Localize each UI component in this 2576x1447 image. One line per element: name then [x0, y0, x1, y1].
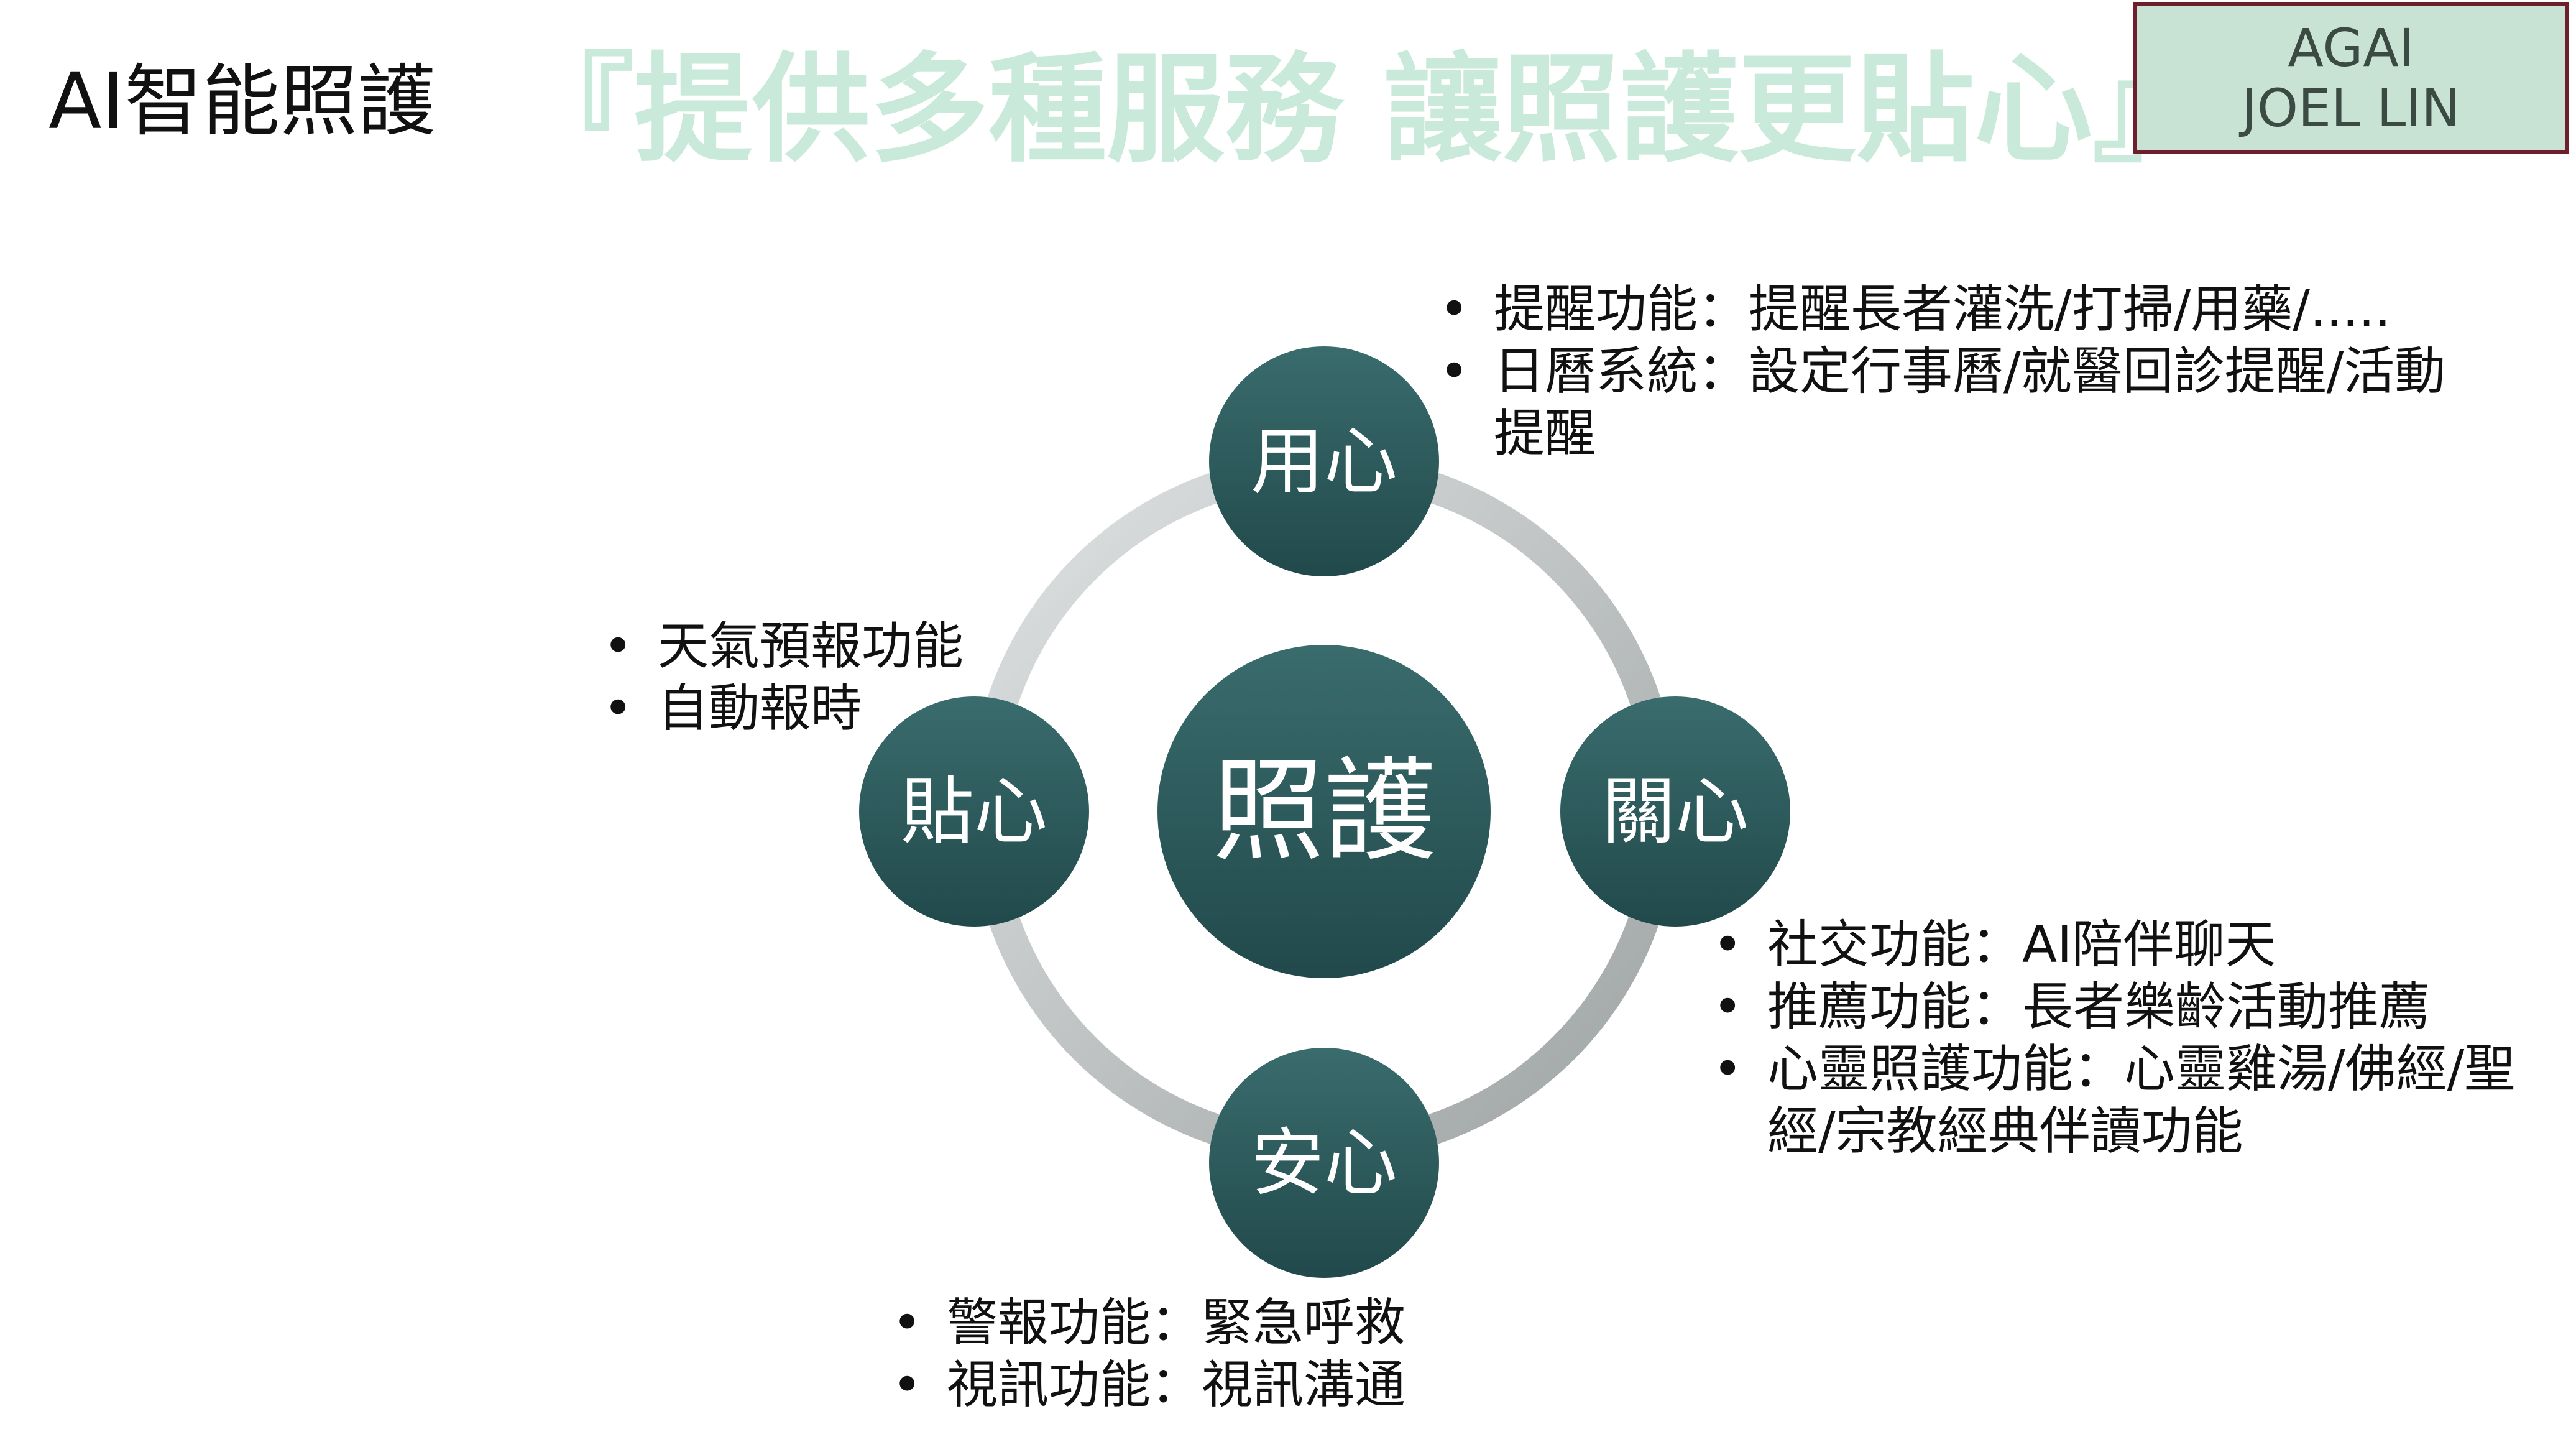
note-item: 提醒功能：提醒長者灌洗/打掃/用藥/.....	[1439, 279, 2496, 341]
notes-right: 社交功能：AI陪伴聊天 推薦功能：長者樂齡活動推薦 心靈照護功能：心靈雞湯/佛經…	[1713, 914, 2521, 1163]
author-name: JOEL LIN	[2242, 77, 2460, 139]
node-bottom: 安心	[1209, 1048, 1439, 1278]
note-item: 推薦功能：長者樂齡活動推薦	[1713, 976, 2521, 1038]
author-badge: AGAI JOEL LIN	[2133, 2, 2569, 154]
note-item: 心靈照護功能：心靈雞湯/佛經/聖經/宗教經典伴讀功能	[1713, 1038, 2521, 1163]
note-item: 警報功能：緊急呼救	[892, 1292, 1514, 1354]
note-item: 日曆系統：設定行事曆/就醫回診提醒/活動提醒	[1439, 341, 2496, 465]
note-item: 社交功能：AI陪伴聊天	[1713, 914, 2521, 976]
notes-bottom: 警報功能：緊急呼救 視訊功能：視訊溝通	[892, 1292, 1514, 1417]
center-node-label: 照護	[1212, 747, 1436, 877]
notes-top: 提醒功能：提醒長者灌洗/打掃/用藥/..... 日曆系統：設定行事曆/就醫回診提…	[1439, 279, 2496, 465]
node-left-label: 貼心	[901, 769, 1047, 854]
notes-left: 天氣預報功能 自動報時	[603, 616, 1100, 740]
node-top-label: 用心	[1251, 418, 1397, 504]
page-title: AI智能照護	[48, 57, 436, 147]
note-item: 天氣預報功能	[603, 616, 1100, 678]
author-org: AGAI	[2288, 17, 2414, 78]
node-left: 貼心	[859, 696, 1089, 927]
note-item: 視訊功能：視訊溝通	[892, 1354, 1514, 1417]
node-right-label: 關心	[1602, 769, 1749, 854]
note-item: 自動報時	[603, 678, 1100, 740]
node-right: 關心	[1560, 696, 1790, 927]
node-top: 用心	[1209, 346, 1439, 576]
node-bottom-label: 安心	[1251, 1120, 1397, 1206]
slogan-title: 『提供多種服務 讓照護更貼心』	[516, 41, 2211, 178]
center-node: 照護	[1157, 645, 1491, 978]
